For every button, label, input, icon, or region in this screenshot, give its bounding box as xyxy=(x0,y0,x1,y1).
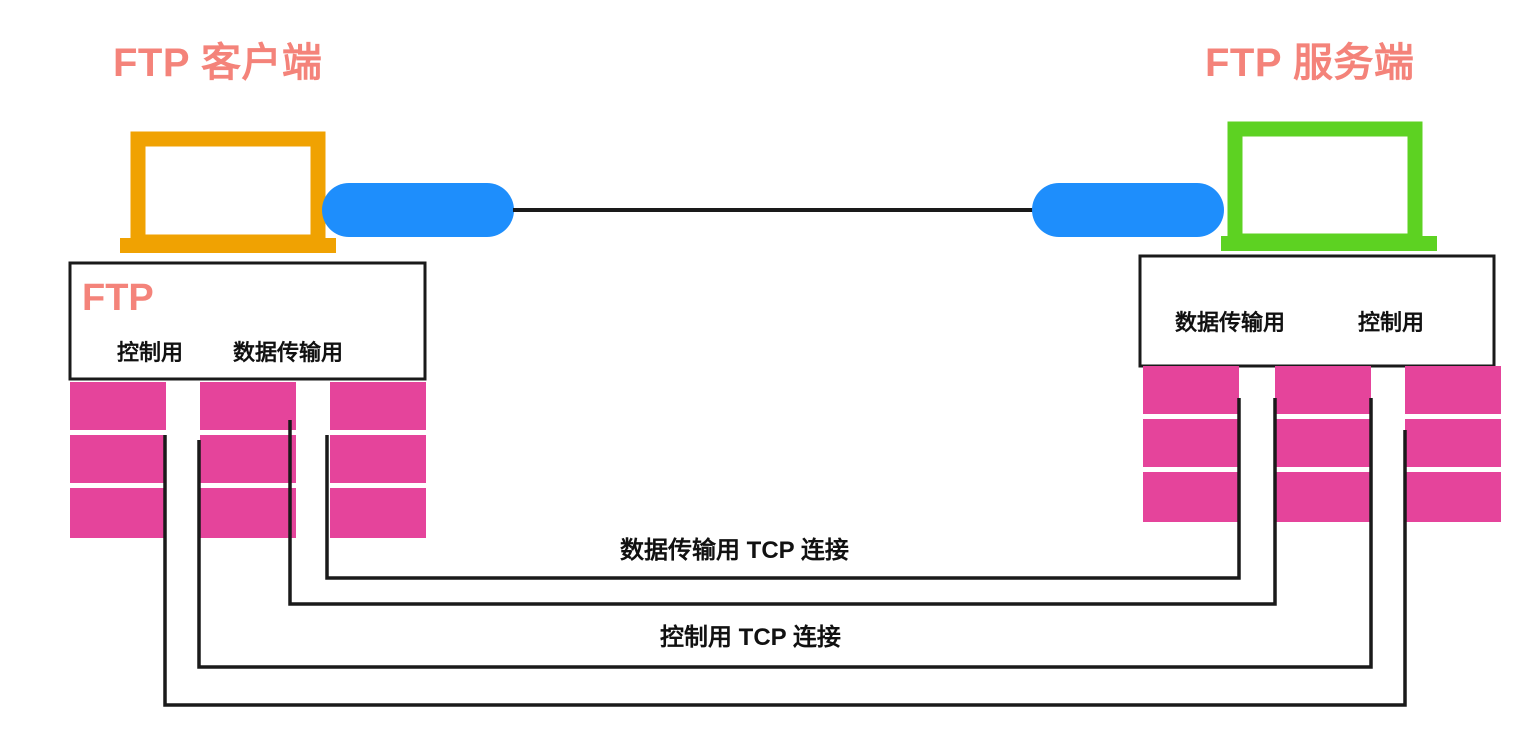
connection-path-control-tcp-a xyxy=(197,398,1373,669)
page-title-right: FTP 服务端 xyxy=(1205,41,1414,85)
left-label-control: 控制用 xyxy=(117,340,183,365)
left-port-stack-1 xyxy=(70,382,166,538)
right-port-stack-3 xyxy=(1405,366,1501,522)
client-laptop[interactable] xyxy=(120,131,336,253)
data-tcp-label-backdrop xyxy=(600,527,940,567)
left-port-stack-2 xyxy=(200,382,296,538)
right-label-data: 数据传输用 xyxy=(1175,310,1285,335)
server-router[interactable] xyxy=(1032,183,1224,237)
right-label-control: 控制用 xyxy=(1358,310,1424,335)
right-panel-box xyxy=(1138,254,1496,368)
left-panel-ftp-tag: FTP xyxy=(82,277,154,319)
server-laptop[interactable] xyxy=(1221,121,1437,251)
left-label-data: 数据传输用 xyxy=(233,340,343,365)
connection-label-data-tcp: 数据传输用 TCP 连接 xyxy=(620,536,849,564)
client-router[interactable] xyxy=(322,183,514,237)
connection-label-control-tcp: 控制用 TCP 连接 xyxy=(660,623,841,651)
connection-path-data-tcp-a xyxy=(325,398,1241,580)
page-title-left: FTP 客户端 xyxy=(113,41,322,85)
connection-path-data-tcp-b xyxy=(288,398,1277,606)
left-panel-box xyxy=(68,261,427,381)
right-port-stack-1 xyxy=(1143,366,1239,522)
right-port-stack-2 xyxy=(1275,366,1371,522)
left-port-stack-3 xyxy=(330,382,426,538)
control-tcp-label-backdrop xyxy=(640,613,920,653)
connection-path-control-tcp-b xyxy=(163,430,1407,707)
